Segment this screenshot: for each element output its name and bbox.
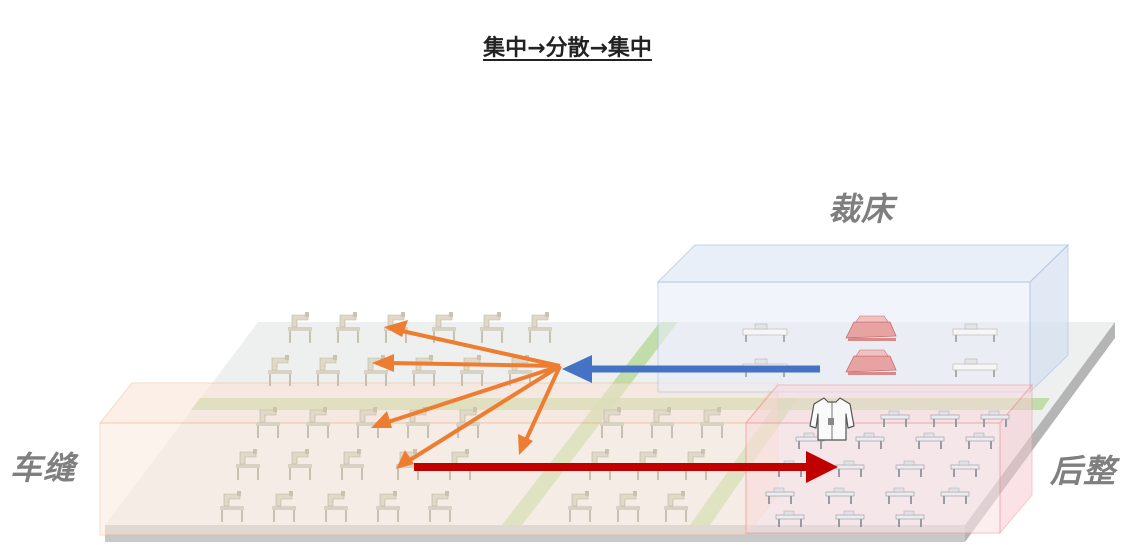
arrows-distribute-to-sewing	[371, 320, 562, 469]
jacket-icon	[809, 397, 855, 441]
material-flow-arrows	[371, 320, 838, 483]
cutting-zone	[656, 243, 1070, 394]
zone-label-finishing: 后整	[1050, 452, 1117, 490]
page-title: 集中→分散→集中	[483, 36, 652, 61]
finishing-zone	[744, 383, 1034, 535]
arrow-cutting-to-sewing	[562, 355, 820, 383]
arrow-sewing-to-finishing	[414, 451, 838, 483]
zone-label-sewing: 车缝	[10, 449, 77, 487]
zone-label-cutting: 裁床	[828, 190, 895, 228]
